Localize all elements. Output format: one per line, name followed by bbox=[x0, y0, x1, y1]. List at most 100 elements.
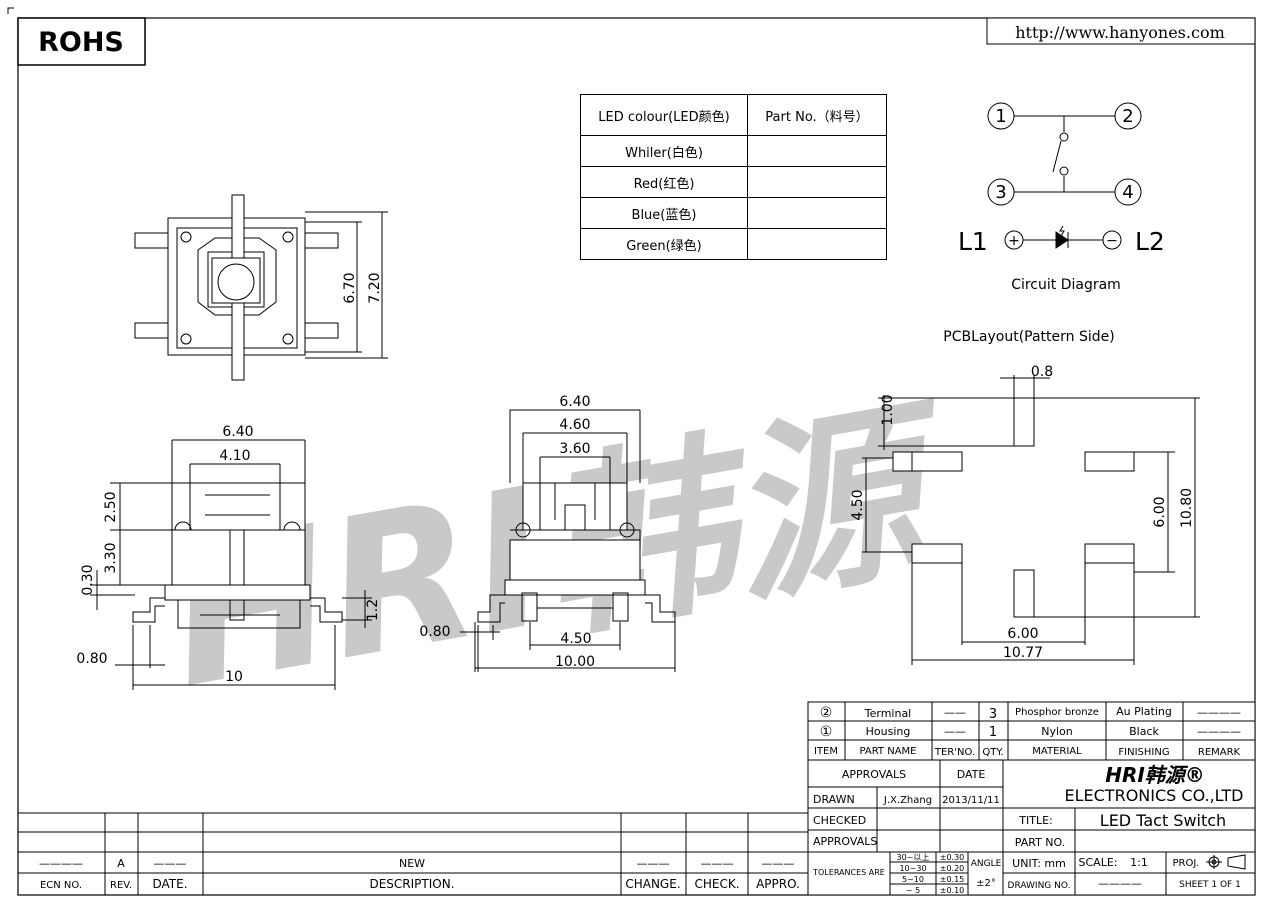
drawing-title: LED Tact Switch bbox=[1100, 811, 1226, 830]
bom-material-1: Nylon bbox=[1041, 725, 1073, 738]
dim-a-w-inner: 4.10 bbox=[219, 448, 250, 464]
rev-letter: A bbox=[117, 857, 125, 870]
rev-header-rev: REV. bbox=[110, 880, 132, 891]
dim-pcb-v-inner: 4.50 bbox=[850, 489, 866, 520]
rev-date: ——— bbox=[154, 857, 187, 870]
led-header-colour: LED colour(LED颜色) bbox=[580, 94, 748, 136]
sheet-border bbox=[17, 17, 1256, 896]
bom-material-2: Phosphor bronze bbox=[1015, 707, 1099, 718]
bom-header-name: PART NAME bbox=[859, 746, 916, 757]
drawn-label: DRAWN bbox=[813, 793, 855, 806]
title-label: TITLE: bbox=[1018, 814, 1052, 827]
dim-a-w-outer: 6.40 bbox=[222, 424, 253, 440]
website-url[interactable]: http://www.hanyones.com bbox=[1015, 23, 1225, 42]
tol-range-1: 30~以上 bbox=[897, 853, 930, 862]
angle-value: ±2° bbox=[976, 878, 996, 889]
led-colour-green: Green(绿色) bbox=[580, 228, 748, 260]
bom-name-1: Housing bbox=[866, 725, 911, 738]
checked-label: CHECKED bbox=[813, 814, 866, 827]
pin-label-4: 4 bbox=[1122, 182, 1133, 203]
bom-finishing-2: Au Plating bbox=[1116, 705, 1172, 718]
bom-name-2: Terminal bbox=[864, 707, 912, 720]
led-part-no-white bbox=[747, 135, 887, 167]
date-header: DATE bbox=[957, 768, 986, 781]
bom-qty-2: 3 bbox=[989, 707, 997, 722]
minus-sign: − bbox=[1106, 233, 1118, 249]
drawn-by: J.X.Zhang bbox=[883, 795, 932, 806]
top-view bbox=[134, 194, 388, 381]
bom-header-item: ITEM bbox=[814, 746, 838, 757]
rev-check: ——— bbox=[701, 857, 734, 870]
scale-label: SCALE: bbox=[1079, 856, 1118, 869]
dim-b-w-mid: 4.60 bbox=[559, 417, 590, 433]
projection-symbol-icon bbox=[1206, 854, 1246, 870]
company-logo: HRI韩源® bbox=[1105, 763, 1205, 787]
led-colour-table: LED colour(LED颜色) Part No.（料号） Whiler(白色… bbox=[580, 94, 887, 260]
dim-pcb-v-outer: 10.80 bbox=[1179, 488, 1195, 528]
bom-ter-1: —— bbox=[944, 725, 966, 738]
bom-header-ter: TER'NO. bbox=[934, 747, 975, 758]
rev-header-ecn: ECN NO. bbox=[40, 880, 82, 891]
tol-range-2: 10~30 bbox=[899, 864, 926, 873]
circuit-caption: Circuit Diagram bbox=[1011, 277, 1121, 293]
drawing-no-label: DRAWING NO. bbox=[1008, 881, 1071, 891]
rev-header-desc: DESCRIPTION. bbox=[369, 877, 454, 891]
bom-header-remark: REMARK bbox=[1198, 747, 1241, 758]
dim-b-w-outer: 6.40 bbox=[559, 394, 590, 410]
title-block bbox=[807, 701, 1256, 896]
rev-header-change: CHANGE. bbox=[625, 877, 680, 891]
bom-item-2: ② bbox=[820, 705, 833, 721]
part-no-label: PART NO. bbox=[1015, 836, 1065, 849]
pin-label-3: 3 bbox=[995, 182, 1006, 203]
dim-a-h-cap: 2.50 bbox=[103, 491, 119, 522]
side-view-a bbox=[90, 439, 372, 690]
pin-label-1: 1 bbox=[995, 106, 1006, 127]
dim-a-total: 10 bbox=[225, 669, 243, 685]
tolerances-label: TOLERANCES ARE bbox=[812, 868, 885, 877]
dim-top-inner: 6.70 bbox=[342, 272, 358, 303]
dim-pcb-h-mid: 6.00 bbox=[1007, 626, 1038, 642]
drawing-no: ———— bbox=[1098, 877, 1142, 890]
angle-label: ANGLE bbox=[971, 859, 1002, 869]
unit: UNIT: mm bbox=[1012, 857, 1066, 870]
dim-pcb-h-outer: 10.77 bbox=[1003, 645, 1043, 661]
dim-top-outer: 7.20 bbox=[367, 272, 383, 303]
tol-value-4: ±0.10 bbox=[940, 886, 965, 895]
sheet-number: SHEET 1 OF 1 bbox=[1179, 880, 1241, 890]
dim-pcb-pad-h: 1.00 bbox=[880, 394, 896, 425]
dim-b-w-inner: 3.60 bbox=[559, 441, 590, 457]
rev-desc: NEW bbox=[399, 857, 425, 870]
dim-b-pin-w: 0.80 bbox=[419, 624, 450, 640]
label-l1: L1 bbox=[958, 227, 988, 256]
dim-pcb-pad-w: 0.8 bbox=[1031, 364, 1053, 380]
side-view-b bbox=[460, 409, 676, 672]
pcb-layout bbox=[862, 375, 1200, 665]
rev-header-appro: APPRO. bbox=[756, 877, 800, 891]
approvals-label: APPROVALS bbox=[813, 835, 877, 848]
revision-block bbox=[18, 702, 809, 895]
led-part-no-blue bbox=[747, 197, 887, 229]
plus-sign: + bbox=[1008, 233, 1020, 249]
scale-value: 1:1 bbox=[1130, 856, 1148, 869]
led-diode-icon bbox=[1055, 231, 1069, 249]
led-colour-red: Red(红色) bbox=[580, 166, 748, 198]
led-part-no-red bbox=[747, 166, 887, 198]
tol-range-3: 5~10 bbox=[902, 875, 924, 884]
company-name: ELECTRONICS CO.,LTD bbox=[1065, 786, 1244, 805]
bom-item-1: ① bbox=[820, 724, 833, 740]
approvals-header: APPROVALS bbox=[842, 768, 906, 781]
rev-ecn: ———— bbox=[39, 857, 83, 870]
bom-header-material: MATERIAL bbox=[1032, 746, 1082, 757]
bom-qty-1: 1 bbox=[989, 725, 997, 740]
bom-remark-2: ———— bbox=[1197, 706, 1241, 719]
rohs-badge: ROHS bbox=[38, 27, 124, 58]
rev-header-date: DATE. bbox=[152, 877, 187, 891]
dim-a-h-pin: 1.2 bbox=[365, 599, 381, 621]
tol-value-2: ±0.20 bbox=[940, 864, 965, 873]
projection-label: PROJ. bbox=[1173, 858, 1200, 869]
dim-pcb-v-mid: 6.00 bbox=[1152, 496, 1168, 527]
led-colour-white: Whiler(白色) bbox=[580, 135, 748, 167]
rev-change: ——— bbox=[637, 857, 670, 870]
tol-value-3: ±0.15 bbox=[940, 875, 965, 884]
dim-b-pitch: 4.50 bbox=[560, 631, 591, 647]
